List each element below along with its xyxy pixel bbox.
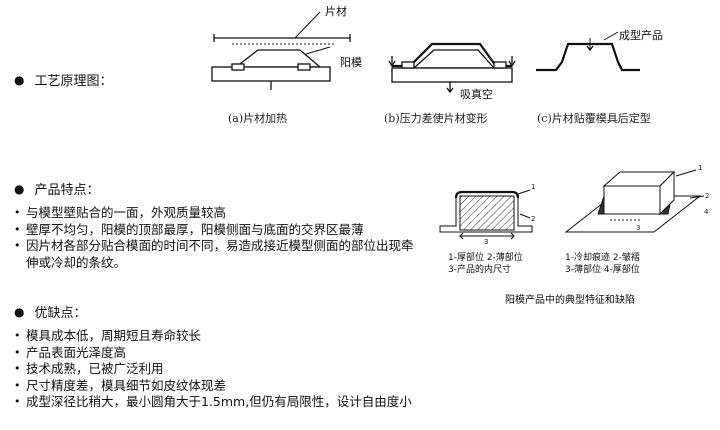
features-heading: ● 产品特点： [14,181,100,199]
features-list: •与模型壁贴合的一面，外观质量较高 •壁厚不均匀，阳模的顶部最厚，阳模侧面与底面… [14,205,422,271]
mold-hatch [459,195,515,231]
caption-a: (a)片材加热 [228,112,288,125]
list-item: •产品表面光泽度高 [14,344,127,360]
process-heading: ● 工艺原理图： [14,72,113,90]
mold-base-b [391,67,513,83]
svg-text:1: 1 [698,164,702,172]
list-item: •因片材各部分贴合模面的时间不同，易造成接近模型侧面的部位出现牵伸或冷却的条纹。 [14,238,414,270]
right-legend-line2: 3-薄部位 4-厚部位 [565,265,640,275]
label-product: 成型产品 [619,29,663,42]
list-item: •壁厚不均匀，阳模的顶部最厚，阳模侧面与底面的交界区最薄 [14,221,364,237]
part-front [603,185,661,215]
proscons-list: •模具成本低，周期短且寿命较长 •产品表面光泽度高 •技术成熟，已被广泛利用 •… [14,328,574,411]
bullet-dot-icon: ● [14,181,25,196]
list-item: •成型深径比稍大，最小圆角大于1.5mm,但仍有局限性，设计自由度小 [14,394,412,409]
svg-text:2: 2 [705,192,709,200]
figure-caption: 阳模产品中的典型特征和缺陷 [505,295,635,306]
left-legend-line1: 1-厚部位 2-薄部位 [448,253,523,263]
svg-text:1: 1 [531,183,535,191]
svg-text:3: 3 [484,238,488,246]
right-legend-line1: 1-冷却痕迹 2-皱褶 [565,253,640,263]
proscons-heading: ● 优缺点： [14,304,87,322]
svg-text:2: 2 [531,215,535,223]
list-item: •与模型壁贴合的一面，外观质量较高 [14,205,227,220]
bullet-dot-icon: ● [14,72,25,87]
label-mold: 阳模 [340,56,362,69]
list-item: •尺寸精度差，模具细节如皮纹体现差 [14,377,227,393]
caption-c: (c)片材贴覆模具后定型 [537,112,651,125]
label-vacuum: 吸真空 [460,88,493,101]
list-item: •技术成熟，已被广泛利用 [14,361,164,376]
label-sheet: 片材 [325,5,347,18]
left-legend-line2: 3-产品的内尺寸 [448,265,511,275]
svg-text:3: 3 [636,224,640,232]
list-item: •模具成本低，周期短且寿命较长 [14,328,202,343]
bullet-dot-icon: ● [14,304,25,319]
caption-b: (b)压力差使片材变形 [384,112,488,125]
svg-text:4: 4 [704,208,709,216]
